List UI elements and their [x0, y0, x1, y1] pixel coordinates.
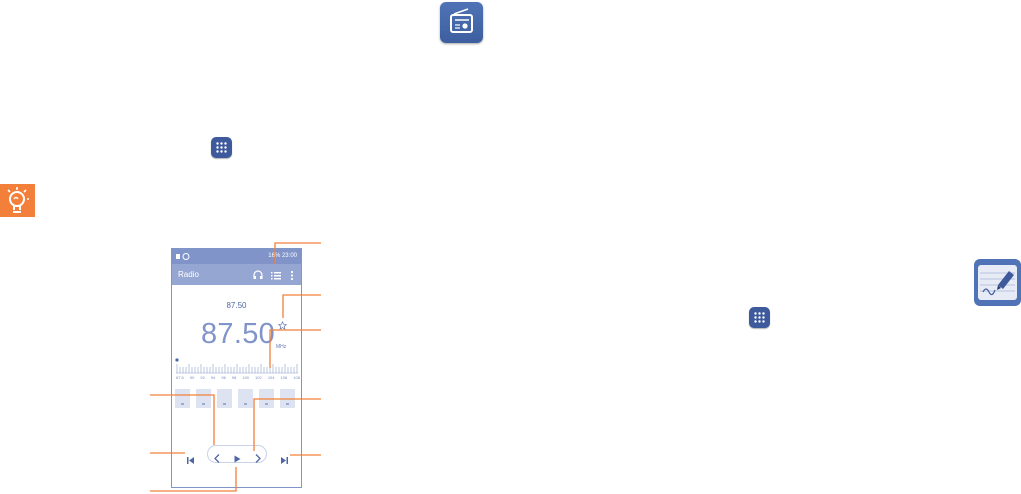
scale-label: 96	[221, 375, 226, 380]
preset-slot[interactable]	[259, 389, 274, 408]
favorite-star-icon[interactable]	[277, 317, 288, 330]
play-icon[interactable]	[234, 450, 241, 468]
preset-indicator	[223, 403, 226, 405]
app-title: Radio	[178, 270, 199, 279]
status-battery-time: 16% 23:00	[268, 253, 297, 259]
preset-slot[interactable]	[280, 389, 295, 408]
radio-app-screen: 16% 23:00 Radio 87.50	[171, 248, 302, 488]
preset-stations	[175, 389, 299, 409]
lightbulb-icon	[0, 184, 35, 217]
seek-up-icon[interactable]	[255, 450, 261, 468]
preset-slot[interactable]	[175, 389, 190, 408]
more-options-icon[interactable]	[286, 268, 298, 281]
next-station-icon[interactable]	[280, 451, 288, 469]
radio-app-icon[interactable]	[440, 2, 483, 43]
preset-indicator	[244, 403, 247, 405]
scale-labels: 87.5 90 92 94 96 98 100 102 104 106 108	[176, 375, 300, 380]
scale-label: 102	[255, 375, 262, 380]
status-bar: 16% 23:00	[172, 249, 301, 264]
previous-station-icon[interactable]	[187, 451, 195, 469]
preset-slot[interactable]	[238, 389, 253, 408]
preset-slot[interactable]	[196, 389, 211, 408]
seek-down-icon[interactable]	[214, 450, 220, 468]
preset-indicator	[265, 403, 268, 405]
status-notification-icons	[176, 252, 196, 261]
station-list-icon[interactable]	[270, 268, 282, 280]
preset-indicator	[286, 403, 289, 405]
scale-label: 108	[293, 375, 300, 380]
scale-label: 87.5	[176, 375, 184, 380]
scale-label: 104	[267, 375, 275, 380]
apps-grid-icon[interactable]	[749, 307, 770, 328]
scale-label: 100	[242, 375, 250, 380]
scale-label: 98	[231, 375, 237, 380]
app-bar: Radio	[172, 264, 301, 285]
current-station-label: 87.50	[226, 301, 247, 310]
tuning-indicator	[175, 358, 179, 362]
scale-label: 94	[210, 375, 216, 380]
preset-indicator	[202, 403, 205, 405]
headphones-icon[interactable]	[252, 268, 264, 280]
frequency-display: 87.50	[201, 318, 276, 350]
preset-slot[interactable]	[217, 389, 232, 408]
scale-label: 92	[200, 375, 205, 380]
preset-indicator	[181, 403, 184, 405]
tune-controls	[207, 445, 267, 463]
scale-label: 90	[189, 375, 195, 380]
frequency-unit: MHz	[276, 344, 287, 350]
apps-grid-icon[interactable]	[211, 137, 232, 158]
tuning-scale[interactable]	[175, 357, 299, 375]
scale-label: 106	[280, 375, 288, 380]
note-pen-icon	[974, 259, 1021, 306]
